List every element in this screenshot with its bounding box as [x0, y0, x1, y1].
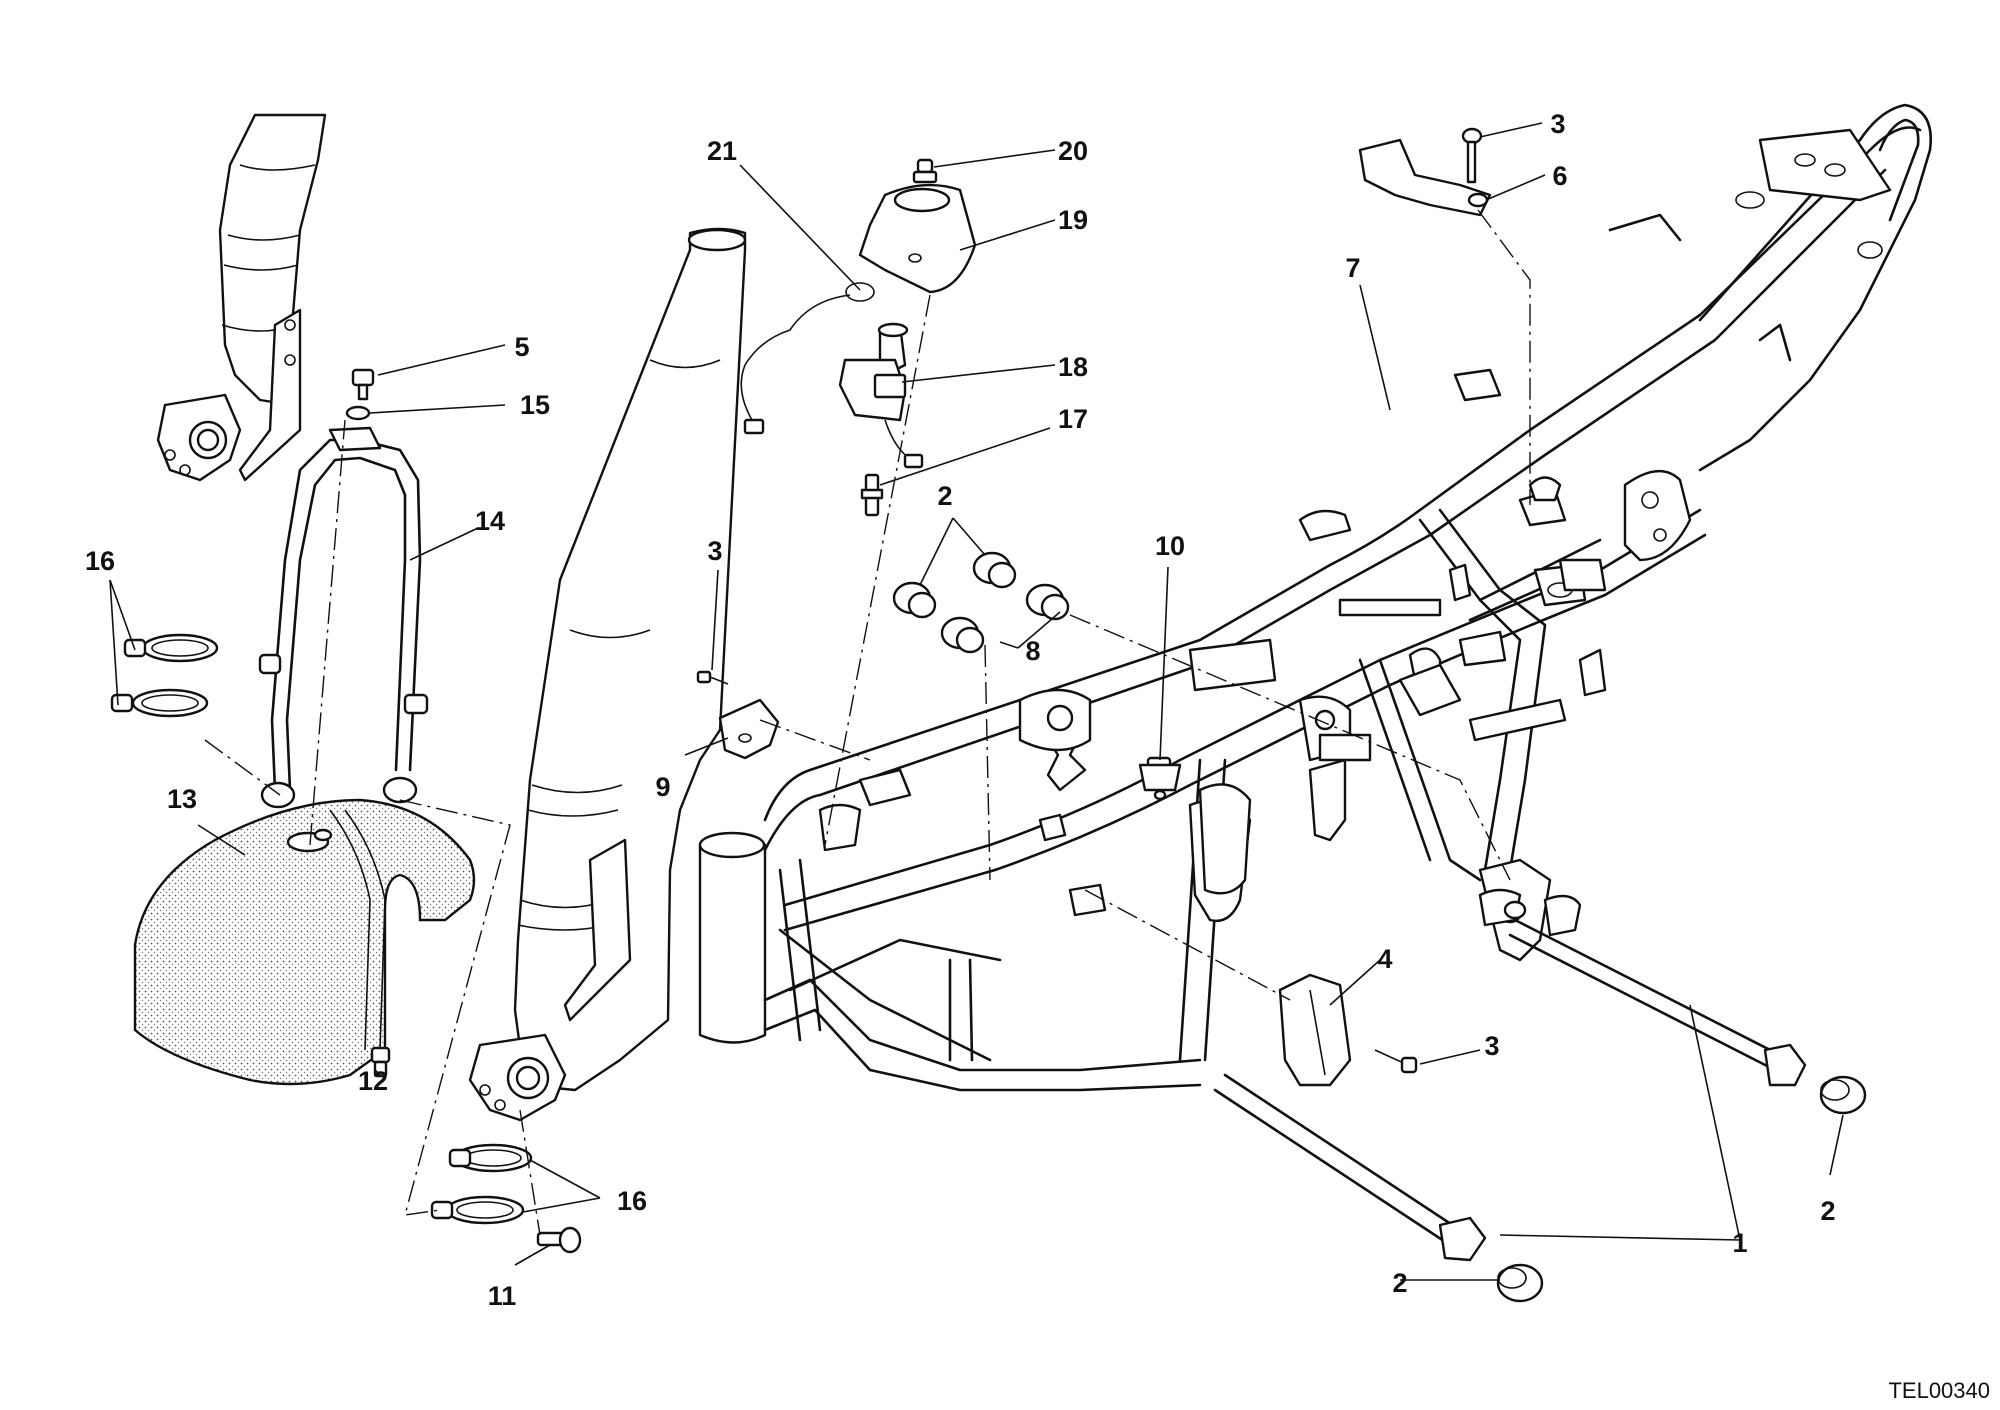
leader-lines: [109, 122, 1844, 1281]
engine-bolt-1-upper: [1508, 918, 1807, 1087]
callout-19: 19: [1058, 205, 1088, 235]
callout-10: 10: [1155, 531, 1185, 561]
bolt-11: [536, 1226, 582, 1254]
callout-20: 20: [1058, 136, 1088, 166]
callout-2-bottom: 2: [1392, 1268, 1407, 1298]
callout-6: 6: [1552, 161, 1567, 191]
sensor-body-18: [838, 322, 909, 422]
washer-15: [345, 405, 371, 421]
callout-16-lower: 16: [617, 1186, 647, 1216]
callout-4: 4: [1377, 944, 1392, 974]
cap-2-bottom: [1496, 1263, 1544, 1303]
sensor-wire-21: [740, 282, 924, 469]
screw-5: [351, 368, 375, 401]
callout-18: 18: [1058, 352, 1088, 382]
engine-bolt-1-lower: [1213, 1073, 1487, 1262]
callout-14: 14: [475, 506, 505, 536]
screw-3-top: [1461, 127, 1483, 184]
callout-7: 7: [1345, 253, 1360, 283]
callout-17: 17: [1058, 404, 1088, 434]
bracket-4: [1278, 973, 1352, 1087]
screw-3-lower: [1374, 1049, 1418, 1074]
callout-2-grommets: 2: [937, 481, 952, 511]
fender-bracket: [258, 426, 429, 809]
drawing-code: TEL00340: [1888, 1378, 1990, 1403]
fork-clamp-rings-lower: [430, 1143, 533, 1225]
callout-8: 8: [1025, 636, 1040, 666]
callout-15: 15: [520, 390, 550, 420]
sensor-housing-19: [858, 183, 977, 294]
callout-11: 11: [488, 1281, 517, 1311]
sensor-cap-20: [912, 158, 938, 184]
fork-clamp-rings-upper: [110, 633, 219, 718]
callout-3-lower: 3: [1484, 1031, 1499, 1061]
callout-3-left: 3: [707, 536, 722, 566]
callout-9: 9: [655, 772, 670, 802]
callout-labels: 1 2 2 2 3 3 3 4 5 6 7 8 9 10 11 12 13 14…: [85, 109, 1836, 1311]
callout-12: 12: [358, 1066, 388, 1096]
callout-3-top: 3: [1550, 109, 1565, 139]
callout-13: 13: [167, 784, 197, 814]
assembly-lines: [204, 209, 1531, 1236]
callout-1: 1: [1732, 1228, 1747, 1258]
callout-21: 21: [707, 136, 737, 166]
main-frame: [698, 103, 1932, 1092]
screw-3-left: [696, 670, 729, 685]
bracket-9: [718, 698, 780, 760]
front-mudguard: [133, 798, 476, 1086]
callout-5: 5: [514, 332, 529, 362]
cap-2-right: [1819, 1075, 1867, 1115]
sensor-pin-17: [860, 473, 884, 517]
callout-16-upper: 16: [85, 546, 115, 576]
left-fork-leg: [156, 113, 327, 482]
callout-2-right: 2: [1820, 1196, 1835, 1226]
rubber-grommets-top: [892, 551, 1070, 654]
